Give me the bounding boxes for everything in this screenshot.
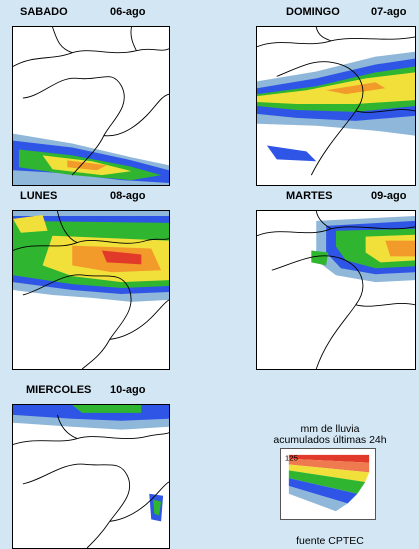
rain-map-domingo: [256, 26, 416, 186]
rain-map-sabado: [12, 26, 170, 186]
panel-day-label: SABADO: [20, 6, 68, 18]
panel-date-label: 08-ago: [110, 190, 146, 202]
map-borders: [13, 211, 169, 369]
rain-band: [13, 211, 169, 302]
scale-top-value: 125: [285, 454, 299, 463]
rain-map-lunes: [12, 210, 170, 370]
map-borders: [13, 27, 169, 176]
rain-band: [13, 405, 169, 522]
panel-date-label: 06-ago: [110, 6, 146, 18]
forecast-panel-domingo: DOMINGO 07-ago: [256, 6, 419, 186]
panel-date-label: 07-ago: [371, 6, 407, 18]
map-borders: [257, 211, 415, 369]
forecast-panel-lunes: LUNES 08-ago: [12, 190, 177, 370]
map-borders: [257, 27, 415, 176]
panel-day-label: LUNES: [20, 190, 58, 202]
panel-date-label: 09-ago: [371, 190, 407, 202]
rain-color-scale: 125: [280, 448, 376, 520]
forecast-panel-martes: MARTES 09-ago: [256, 190, 419, 370]
rain-band: [13, 133, 169, 185]
rain-map-miercoles: [12, 404, 170, 549]
rain-map-martes: [256, 210, 416, 370]
panel-day-label: DOMINGO: [286, 6, 340, 18]
color-scale-wedges: [288, 454, 370, 512]
panel-date-label: 10-ago: [110, 384, 146, 396]
legend-title-line2: acumulados últimas 24h: [273, 434, 387, 446]
rain-band: [257, 51, 415, 162]
rain-band: [311, 215, 415, 283]
forecast-panel-miercoles: MIERCOLES 10-ago: [12, 384, 177, 549]
source-credit: fuente CPTEC: [296, 535, 364, 547]
forecast-panel-sabado: SABADO 06-ago: [12, 6, 177, 186]
panel-day-label: MIERCOLES: [26, 384, 92, 396]
panel-day-label: MARTES: [286, 190, 333, 202]
map-borders: [13, 414, 169, 548]
legend-title-line1: mm de lluvia: [300, 423, 360, 435]
